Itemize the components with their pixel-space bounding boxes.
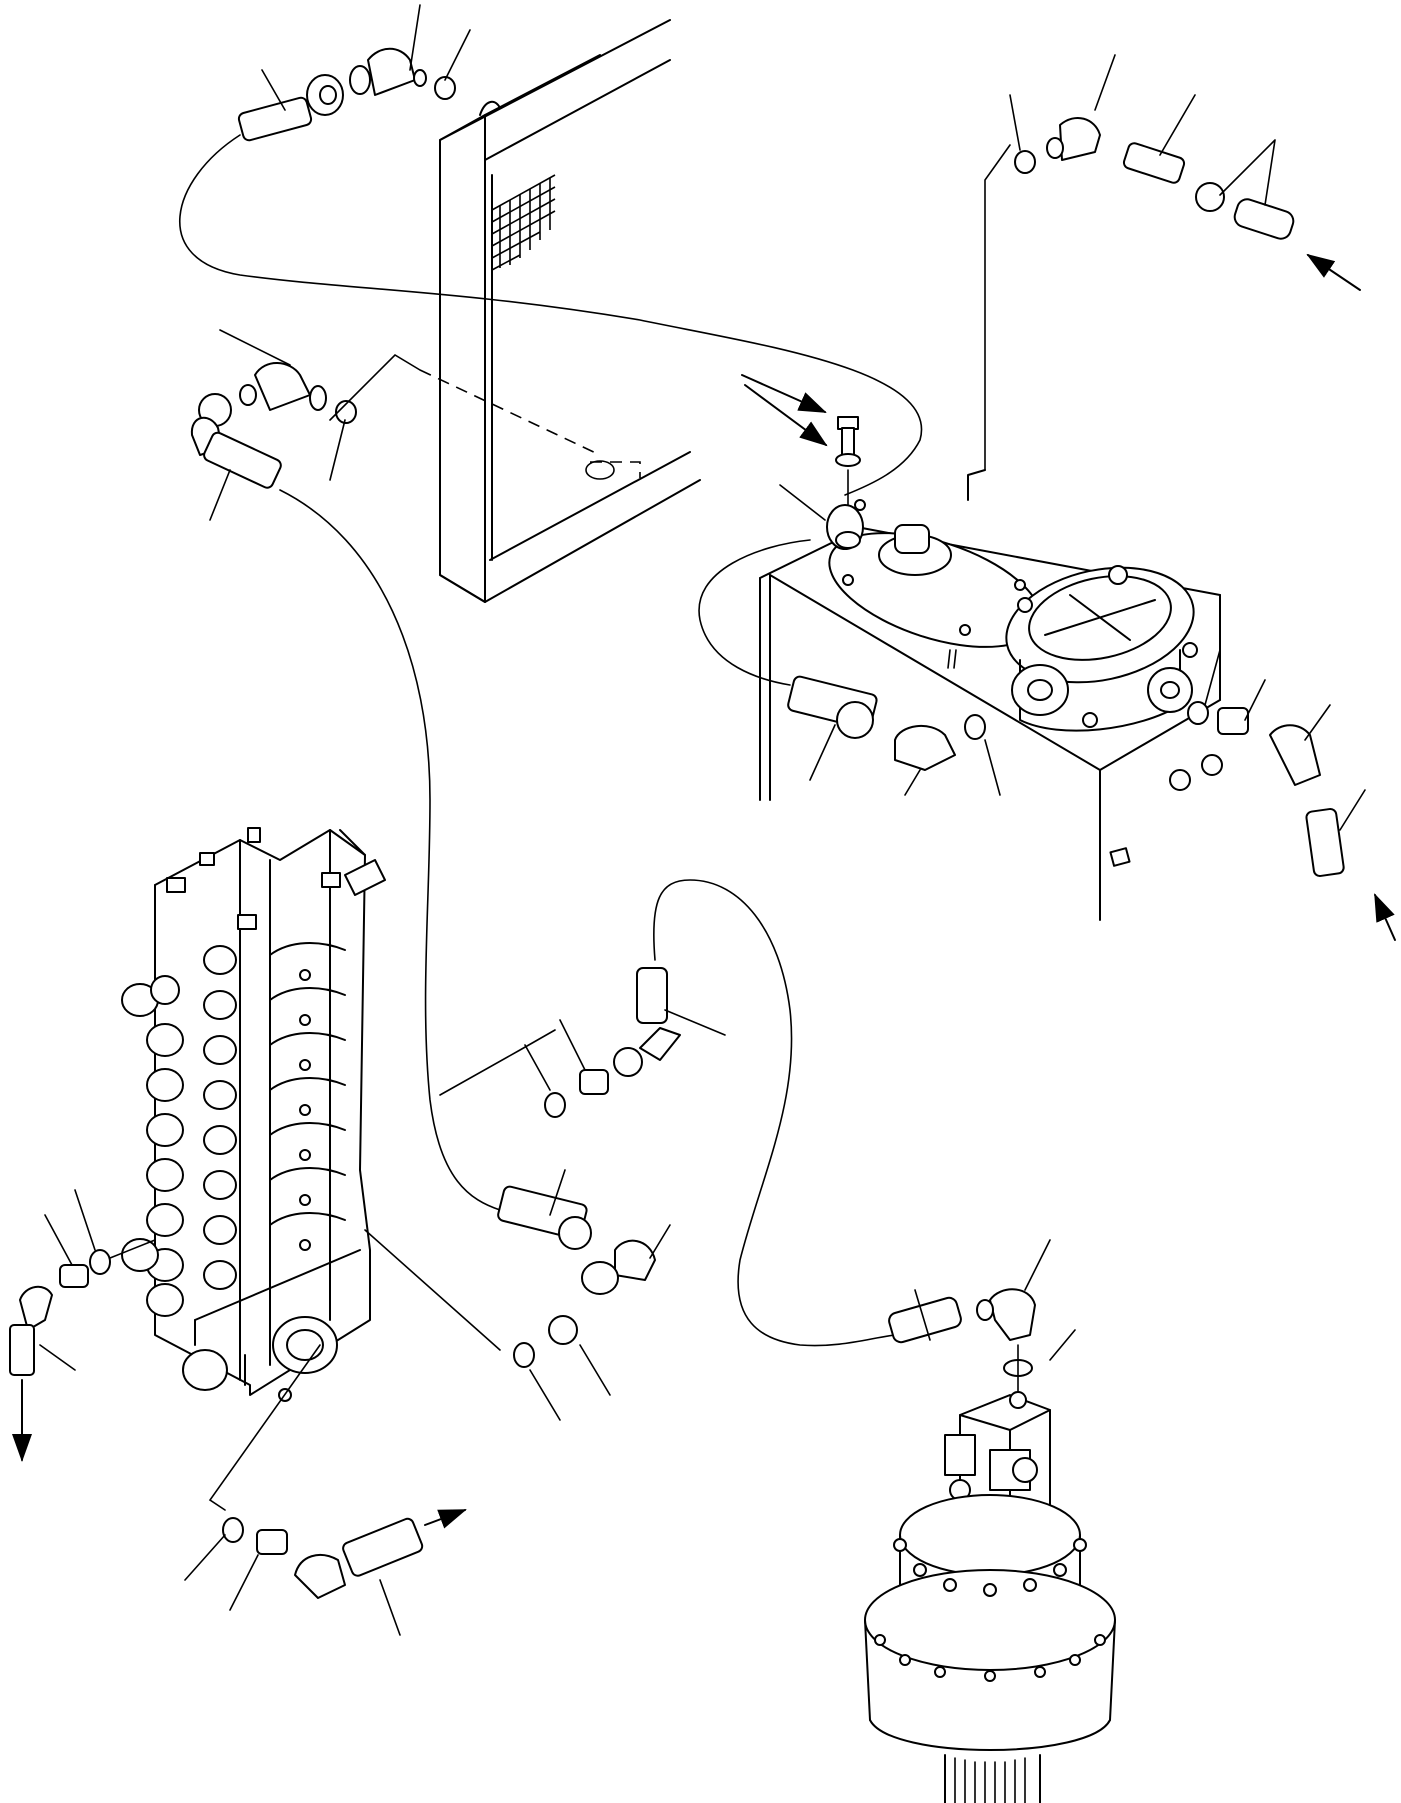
elbow-fitting — [254, 362, 311, 411]
inlet-arrow-upper-right — [1306, 253, 1361, 291]
control-valve-assembly — [121, 827, 386, 1402]
o-ring — [1014, 150, 1036, 174]
hose-line-radiator — [178, 134, 923, 496]
o-ring — [544, 1092, 566, 1118]
motor-flange — [899, 1494, 1081, 1576]
adapter-nipple — [1217, 707, 1249, 735]
outlet-arrow-bottom-right — [424, 1509, 467, 1529]
adapter-nipple — [579, 1069, 609, 1095]
o-ring — [964, 714, 986, 740]
valve-spool-caps — [121, 945, 237, 1317]
fitting-group-tank-side — [698, 539, 1396, 941]
adapter-nipple — [548, 1315, 578, 1345]
hose-end — [888, 1296, 962, 1344]
o-ring — [335, 400, 357, 424]
elbow-fitting — [367, 47, 416, 96]
elbow-fitting — [989, 1288, 1036, 1341]
hose-clamp — [826, 416, 864, 550]
inlet-arrow-lower-right — [1374, 893, 1396, 941]
elbow-fitting — [1269, 724, 1321, 786]
radiator-mesh — [491, 174, 556, 271]
fitting-group-valve-bottom — [184, 1344, 467, 1636]
fitting-group-valve-swing — [364, 879, 896, 1421]
hose-end — [1305, 808, 1345, 877]
fitting-group-tank-return — [984, 54, 1361, 471]
hose-end — [9, 1324, 35, 1376]
swing-motor — [864, 1239, 1116, 1803]
elbow-fitting — [894, 724, 956, 771]
elbow-fitting — [1059, 116, 1101, 161]
hose-end — [1122, 142, 1186, 184]
adapter-nipple — [59, 1264, 89, 1288]
motor-bolts — [874, 1538, 1106, 1682]
hose-end — [203, 431, 282, 489]
o-ring — [1187, 701, 1209, 725]
elbow-fitting — [639, 1027, 681, 1061]
o-ring — [434, 76, 456, 100]
fitting-group-radiator-top — [178, 4, 923, 496]
o-ring — [89, 1249, 111, 1275]
washer — [835, 453, 861, 467]
hose-line-swing — [652, 879, 896, 1347]
hose-end — [636, 967, 668, 1024]
o-ring — [513, 1342, 535, 1368]
valve-side-bosses — [269, 942, 346, 1251]
radiator-panel — [419, 19, 701, 603]
fitting-group-valve-left — [9, 1189, 156, 1462]
bolt-washer-arrows — [741, 374, 828, 521]
hose-end — [237, 96, 313, 142]
strainer-housing — [1005, 565, 1198, 732]
elbow-fitting — [294, 1554, 346, 1599]
elbow-fitting — [614, 1239, 656, 1281]
adapter-nipple — [256, 1529, 288, 1555]
breather-cap-top — [894, 524, 930, 554]
hose-end — [342, 1517, 424, 1577]
o-ring — [222, 1517, 244, 1543]
hydraulic-tank — [759, 416, 1223, 921]
fitting-group-radiator-outlet — [190, 329, 501, 1211]
hose-line-valve — [279, 489, 501, 1211]
elbow-fitting — [19, 1285, 53, 1331]
